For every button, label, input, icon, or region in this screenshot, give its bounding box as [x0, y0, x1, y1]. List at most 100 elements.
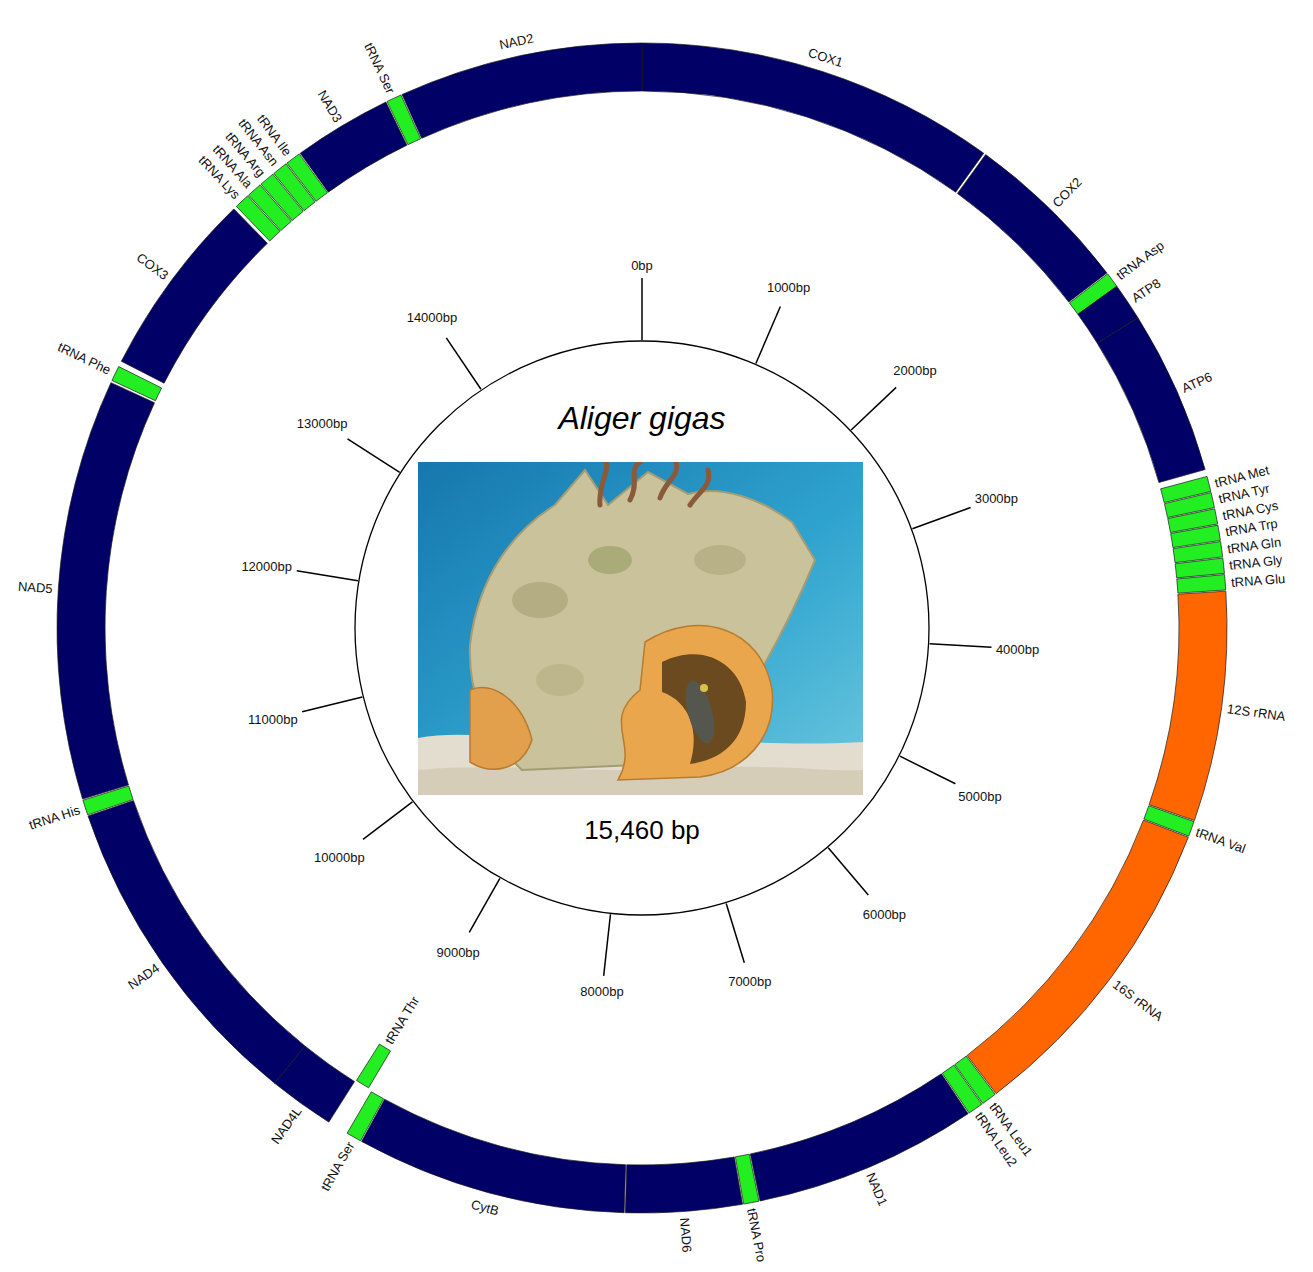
scale-label: 5000bp: [958, 789, 1001, 804]
scale-label: 12000bp: [241, 559, 292, 574]
gene-label: COX3: [133, 250, 170, 283]
gene-segment: [1097, 318, 1205, 483]
scale-label-holder: 2000bp: [893, 361, 936, 379]
tick-line: [302, 697, 362, 712]
gene-segment: [357, 1044, 391, 1088]
tick-line: [900, 756, 956, 784]
tick-line: [851, 387, 896, 430]
scale-label: 6000bp: [863, 907, 906, 922]
shell-lip-left: [470, 687, 532, 769]
scale-label-holder: 3000bp: [975, 489, 1018, 507]
gene-label: tRNA Glu: [1231, 571, 1286, 590]
gene-segment: [1149, 591, 1227, 820]
gene-label-holder: NAD5: [17, 576, 53, 596]
gene-label-holder: tRNA Glu: [1230, 569, 1285, 591]
shell-aperture: [662, 654, 746, 764]
gene-label-holder: NAD2: [497, 29, 535, 54]
tick-line: [726, 903, 744, 962]
gene-label-holder: NAD4L: [266, 1103, 305, 1148]
gene-label-holder: tRNA Phe: [55, 338, 114, 379]
gene-label: NAD3: [314, 87, 345, 124]
tick-line: [912, 507, 970, 528]
genome-circle: Aliger gigas15,460 bp: [354, 340, 930, 916]
gene-segment: [750, 1074, 968, 1201]
gene-label-holder: tRNA Ser: [316, 1138, 358, 1194]
scale-label: 9000bp: [436, 945, 479, 960]
genome-size: 15,460 bp: [354, 815, 930, 846]
scale-label-holder: 12000bp: [241, 557, 292, 575]
gene-label: tRNA Ser: [318, 1139, 358, 1194]
scale-label-holder: 1000bp: [767, 278, 810, 296]
gene-label: tRNA Gly: [1229, 552, 1284, 573]
shell-lip: [618, 626, 772, 780]
scale-label-holder: 8000bp: [580, 982, 623, 1000]
gene-label-holder: NAD6: [676, 1217, 696, 1253]
gene-label-holder: 16S rRNA: [1110, 975, 1168, 1025]
scale-label: 7000bp: [728, 974, 771, 989]
scale-label: 13000bp: [297, 416, 348, 431]
gene-segment: [1177, 575, 1226, 594]
scale-label-holder: 6000bp: [863, 905, 906, 923]
gene-label: NAD6: [677, 1217, 694, 1253]
gene-label-holder: ATP6: [1179, 368, 1215, 397]
gene-label-holder: ATP8: [1128, 273, 1164, 306]
gene-label: NAD2: [498, 31, 535, 53]
eye-stalk: [680, 678, 720, 746]
gene-segment: [362, 1099, 626, 1212]
gene-segment: [967, 820, 1188, 1094]
gene-label-holder: COX3: [133, 249, 172, 285]
tick-line: [828, 848, 868, 895]
gene-label: NAD5: [17, 578, 53, 595]
scale-label-holder: 10000bp: [314, 848, 365, 866]
shell-mottle: [536, 664, 584, 696]
scale-label: 3000bp: [975, 491, 1018, 506]
scale-label: 14000bp: [407, 310, 458, 325]
shell-mottle: [588, 546, 632, 574]
scale-label: 10000bp: [314, 850, 365, 865]
gene-label-holder: CytB: [469, 1195, 501, 1220]
gene-label-holder: tRNA Ser: [360, 40, 399, 97]
scale-label-holder: 4000bp: [996, 640, 1039, 658]
scale-label-holder: 0bp: [631, 256, 653, 274]
tick-line: [446, 338, 481, 389]
gene-segment: [402, 43, 642, 138]
tick-line: [297, 571, 358, 581]
gene-segment: [642, 43, 984, 192]
gene-label: tRNA Thr: [382, 993, 423, 1046]
gene-label: tRNA Ser: [361, 41, 398, 96]
gene-label-holder: COX2: [1048, 173, 1086, 211]
shell-mottle: [694, 545, 746, 575]
scale-label: 2000bp: [893, 363, 936, 378]
scale-label: 0bp: [631, 258, 653, 273]
gene-label: NAD1: [863, 1170, 890, 1208]
algae-fronds: [600, 462, 709, 505]
gene-label-holder: COX1: [807, 43, 846, 71]
gene-label: 12S rRNA: [1226, 701, 1286, 724]
tick-line: [363, 802, 412, 839]
gene-label-holder: NAD1: [862, 1169, 892, 1208]
gene-segment: [347, 1092, 384, 1141]
gene-label: 16S rRNA: [1110, 977, 1166, 1024]
gene-label-holder: tRNA Val: [1194, 822, 1249, 857]
tick-line: [641, 278, 643, 340]
gene-label-holder: tRNA His: [27, 801, 83, 834]
scale-label: 8000bp: [580, 984, 623, 999]
gene-segment: [957, 155, 1106, 302]
scale-label: 11000bp: [248, 712, 298, 727]
tick-line: [469, 878, 500, 932]
gene-segment: [121, 209, 267, 383]
scale-label-holder: 14000bp: [407, 308, 458, 326]
gene-label: tRNA Asp: [1113, 238, 1167, 283]
gene-segment: [300, 102, 407, 192]
water-background: [418, 462, 863, 795]
eye: [700, 684, 708, 692]
scale-label-holder: 13000bp: [297, 414, 348, 432]
scale-label: 4000bp: [996, 642, 1039, 657]
scale-label-holder: 7000bp: [728, 972, 771, 990]
gene-label: NAD4L: [268, 1104, 305, 1147]
gene-segment: [1175, 558, 1224, 578]
conch-photo: [418, 462, 863, 795]
scale-label-holder: 5000bp: [958, 787, 1001, 805]
gene-label: NAD4: [125, 961, 162, 993]
